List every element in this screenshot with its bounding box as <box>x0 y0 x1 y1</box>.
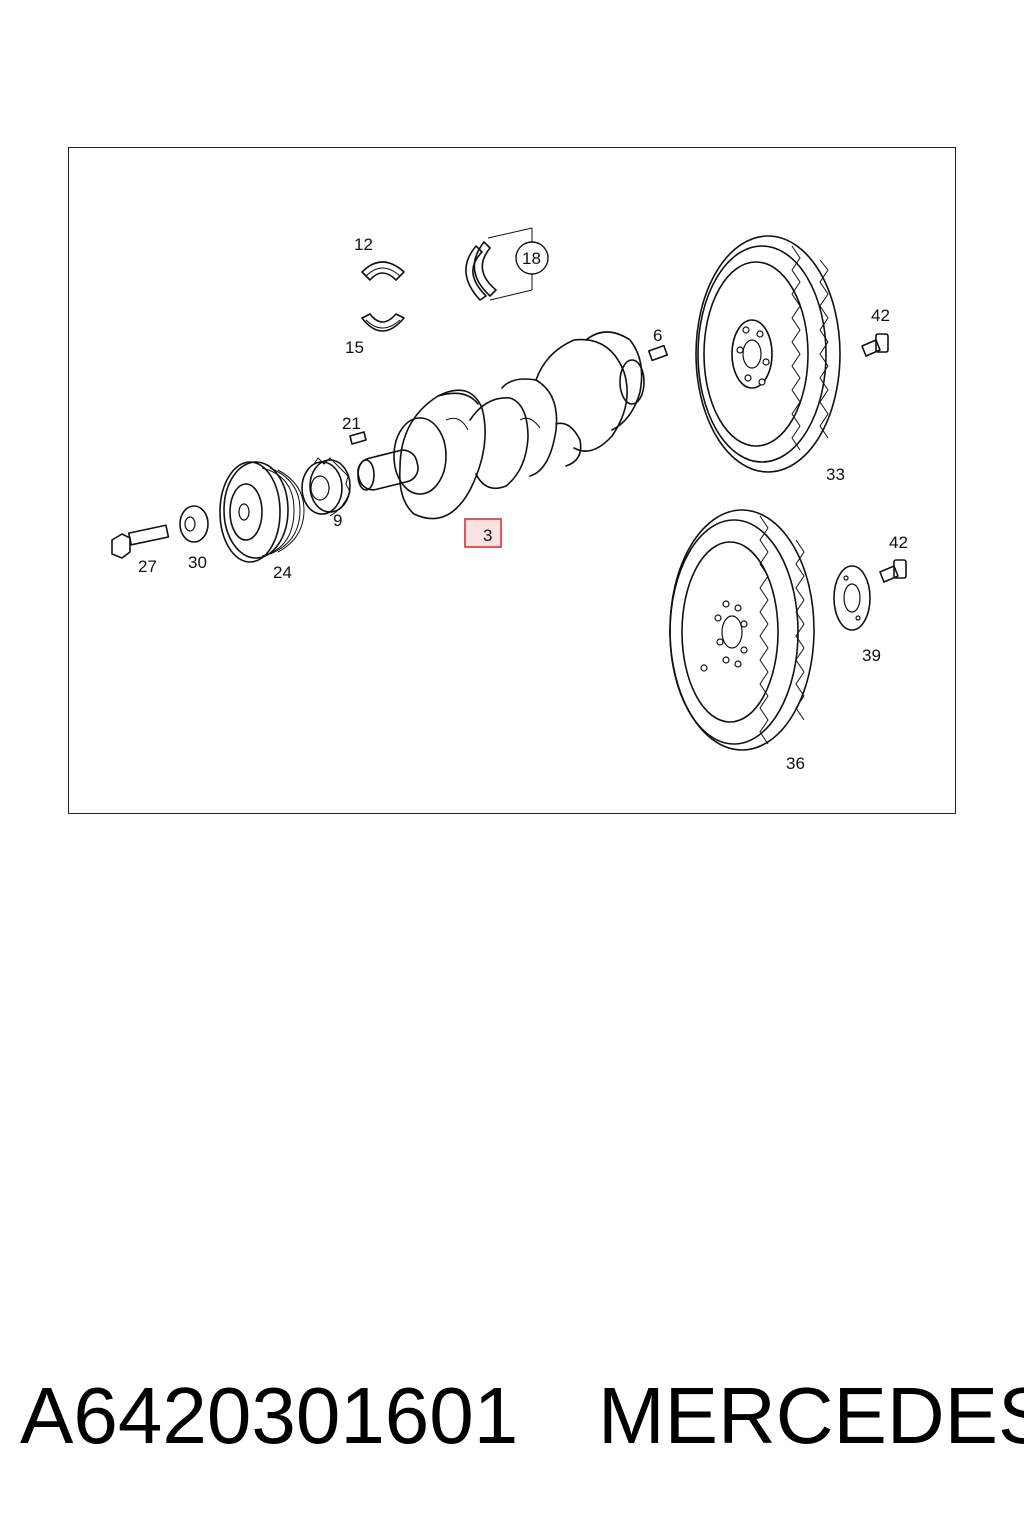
label-24: 24 <box>273 563 292 582</box>
label-18: 18 <box>522 249 541 268</box>
thrust-washers <box>465 227 549 301</box>
flywheel <box>669 509 815 751</box>
label-27: 27 <box>138 557 157 576</box>
label-9: 9 <box>333 511 342 530</box>
flywheel-bolt-lower <box>879 559 907 583</box>
dual-mass-flywheel <box>695 235 841 473</box>
flywheel-bolt-upper <box>861 333 889 357</box>
crankshaft <box>357 331 645 520</box>
label-3: 3 <box>483 526 492 545</box>
highlight-box-part-3 <box>464 518 502 548</box>
label-39: 39 <box>862 646 881 665</box>
part-number: A6420301601 <box>20 1371 519 1460</box>
reinforcement-plate <box>833 565 871 631</box>
label-30: 30 <box>188 553 207 572</box>
label-6: 6 <box>653 326 662 345</box>
bearing-shell-lower <box>361 313 405 332</box>
label-42-upper: 42 <box>871 306 890 325</box>
label-15: 15 <box>345 338 364 357</box>
crankshaft-sprocket <box>301 457 351 517</box>
vibration-damper-pulley <box>219 461 305 563</box>
dowel-pin <box>647 344 669 362</box>
pulley-bolt <box>111 524 170 559</box>
label-36: 36 <box>786 754 805 773</box>
label-12: 12 <box>354 235 373 254</box>
diagram-frame <box>68 147 956 814</box>
footer: A6420301601 MERCEDES <box>20 1370 1024 1470</box>
label-21: 21 <box>342 414 361 433</box>
brand-name: MERCEDES <box>598 1371 1024 1460</box>
woodruff-key <box>349 431 367 445</box>
label-33: 33 <box>826 465 845 484</box>
label-42-lower: 42 <box>889 533 908 552</box>
pulley-washer <box>179 505 209 543</box>
bearing-shell-upper <box>361 261 405 281</box>
